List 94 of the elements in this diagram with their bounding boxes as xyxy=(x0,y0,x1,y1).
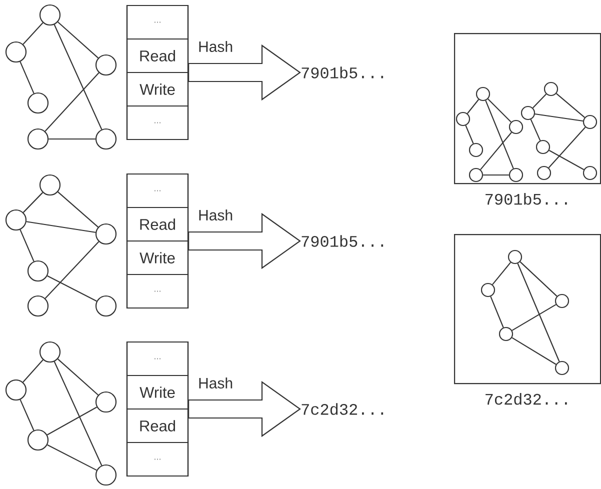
graph-edge xyxy=(465,125,474,144)
graph-edge xyxy=(22,360,44,382)
graph-edge xyxy=(20,399,34,431)
graph-edge xyxy=(485,100,514,169)
graph-vertex xyxy=(508,168,524,182)
graph-edge xyxy=(20,61,34,94)
graph-vertex xyxy=(554,294,570,308)
table-cell: Write xyxy=(126,72,189,107)
node-label: 7c2d32... xyxy=(486,392,567,405)
graph-vertex xyxy=(508,250,522,264)
graph-vertex xyxy=(95,128,117,150)
graph-edge xyxy=(466,99,480,114)
graph-vertex xyxy=(39,341,61,363)
graph-edge xyxy=(46,406,98,436)
graph-vertex xyxy=(27,260,49,282)
graph-vertex xyxy=(476,86,490,102)
graph-vertex xyxy=(508,120,524,134)
edge-label: Hash xyxy=(197,376,234,390)
table-cell: Read xyxy=(126,206,189,242)
graph-edge xyxy=(47,275,97,302)
table-cell: Write xyxy=(126,240,189,276)
graph-panel: 7901b5... xyxy=(454,33,601,205)
graph-vertex xyxy=(27,295,49,317)
graph-vertex xyxy=(27,429,49,451)
graph-vertex xyxy=(95,54,117,76)
graph-vertex xyxy=(582,166,598,180)
graph-edge xyxy=(58,358,98,396)
graph-vertex xyxy=(95,223,117,245)
table-cell: ... xyxy=(126,4,189,40)
hash-value: 7901b5... xyxy=(302,235,384,247)
graph-vertex xyxy=(95,295,117,317)
table-cell: ... xyxy=(126,274,189,309)
graph-edge xyxy=(480,132,512,170)
graph-edge xyxy=(47,444,97,471)
block-arrow xyxy=(188,44,301,101)
graph-vertex xyxy=(582,114,598,130)
graph-edge xyxy=(54,361,102,466)
graph-vertex xyxy=(498,326,514,342)
graph-edge xyxy=(54,24,102,130)
graph-edge xyxy=(26,221,96,233)
graph-edge xyxy=(532,94,547,108)
table-cell: ... xyxy=(126,173,189,208)
table-cell: Write xyxy=(126,374,189,410)
graph-edge xyxy=(44,72,100,132)
graph-vertex xyxy=(480,282,496,298)
graph-vertex xyxy=(456,112,470,126)
hash-value: 7901b5... xyxy=(302,66,384,78)
graph-edge xyxy=(58,192,98,228)
block-arrow xyxy=(188,380,301,438)
table-cell: Read xyxy=(126,38,189,74)
graph-edge xyxy=(20,229,34,262)
block-arrow xyxy=(188,212,301,270)
graph-vertex xyxy=(544,82,558,96)
graph-edge xyxy=(534,113,584,122)
table-cell: ... xyxy=(126,442,189,477)
node-label: 7901b5... xyxy=(486,192,567,205)
edge-label: Hash xyxy=(197,208,234,222)
graph-edge xyxy=(490,296,504,328)
graph-edge xyxy=(548,126,586,168)
graph-edge xyxy=(517,263,560,362)
graph-vertex xyxy=(536,166,552,180)
graph-vertex xyxy=(468,142,484,158)
graph-vertex xyxy=(95,391,117,413)
graph-edge xyxy=(530,119,541,141)
graph-vertex xyxy=(5,209,27,231)
graph-edge xyxy=(44,241,100,299)
graph-edge xyxy=(58,22,98,58)
graph-edge xyxy=(512,304,556,331)
graph-vertex xyxy=(39,174,61,196)
graph-vertex xyxy=(520,106,536,120)
graph-vertex xyxy=(536,140,550,154)
graph-panel: 7c2d32... xyxy=(454,234,601,405)
graph-vertex xyxy=(5,41,27,63)
graph-edge xyxy=(48,138,96,140)
graph-edge xyxy=(512,337,556,365)
hash-value: 7c2d32... xyxy=(302,403,384,415)
graph-edge xyxy=(488,98,512,122)
graph-vertex xyxy=(39,4,61,26)
graph-vertex xyxy=(468,168,484,182)
graph-vertex xyxy=(27,128,49,150)
graph-vertex xyxy=(5,379,27,401)
graph-edge xyxy=(556,93,585,118)
graph-vertex xyxy=(95,464,117,486)
graph-edge xyxy=(22,192,44,213)
edge-label: Hash xyxy=(197,40,234,53)
graph-vertex xyxy=(554,360,570,376)
graph-edge xyxy=(22,22,44,45)
table-cell: Read xyxy=(126,408,189,444)
graph-edge xyxy=(483,174,509,176)
graph-vertex xyxy=(27,92,49,114)
graph-edge xyxy=(492,262,511,285)
table-cell: ... xyxy=(126,341,189,376)
graph-edge xyxy=(520,261,558,297)
table-cell: ... xyxy=(126,105,189,140)
